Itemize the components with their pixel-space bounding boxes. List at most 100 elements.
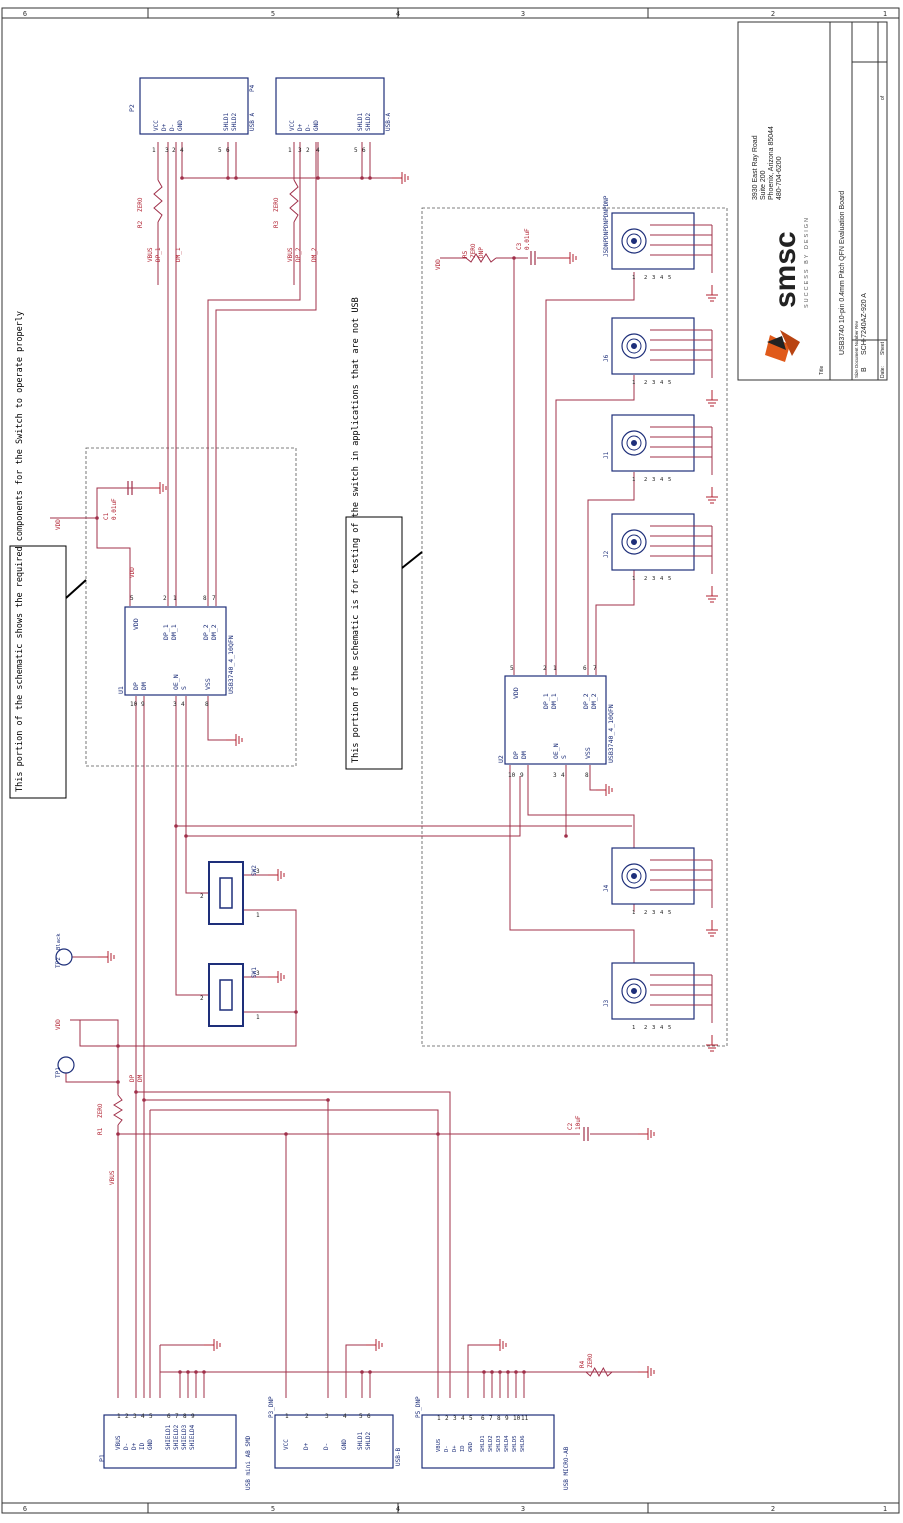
pin-num: 2 [543,665,547,672]
logo-text: smsc [769,231,802,308]
pin-num: 8 [497,1415,501,1422]
r3-ref: R3 [273,220,280,228]
junction-dot [180,176,184,180]
u2-pin-label: OE_N [552,743,560,759]
pin-num: 1 [285,1413,289,1420]
u1-pin-label: DM_1 [170,624,178,640]
pin-num: 2 [306,147,310,154]
junction-dot [360,176,364,180]
pin-num: 5 [668,275,671,281]
connector-p1: P1 USB mini AB SMD VBUS1D-2D+3ID4GND5SHI… [98,1413,252,1490]
p3-pin: SHLD1 [357,1432,364,1450]
p5-pin: SHLD4 [504,1435,510,1452]
address-line: 480-704-6200 [776,156,783,200]
pin-num: 1 [632,275,635,281]
frame [1,7,900,1514]
connector-p4: USB-A P4 VCC D+ D- GND SHLD1 SHLD2 1 3 2… [249,77,392,154]
wire [144,1099,329,1398]
p4-pin: VCC [289,120,296,131]
p1-pin: SHIELD4 [189,1424,196,1450]
pin-num: 9 [141,701,145,708]
pin-num: 1 [632,576,635,582]
junction-dot [178,1370,182,1374]
p1-pin: SHIELD3 [181,1424,188,1450]
address-line: 3930 East Ray Road [752,135,759,200]
p3-pin: GND [341,1439,348,1450]
ground-icon [638,1366,655,1378]
pin-num: 6 [362,147,366,154]
net-dp2: DP_2 [295,247,302,262]
tp2-ref: TP2 [55,957,62,968]
net-labels: VDD VDD VDD VDD VBUS VBUS DP_1 DM_1 VBUS… [55,247,442,1185]
r5-extra: DNP [478,247,485,258]
ic-u2: U2 USB3740_4_10QFN DP DM OE_N S VSS VDD … [497,665,615,779]
pin-num: 5 [359,1413,363,1420]
pin-num: 1 [256,912,260,919]
pin-num: 2 [200,893,204,900]
note-testing: This portion of the schematic is for tes… [345,297,423,770]
frame-mark: 4 [396,1505,400,1513]
passive-labels: C1 0.01uF C2 10uF C3 0.01uF R1 ZERO R2 Z… [97,197,594,1368]
pin-num: 3 [298,147,302,154]
wire [207,696,228,741]
coax-ref: J5DNPDNPDNPDNPDNP [603,195,610,257]
r4-value: ZERO [587,1353,594,1368]
junction-dot [142,1098,146,1102]
wire [79,909,297,1047]
svg-text:This portion of the schematic: This portion of the schematic shows the … [15,311,25,792]
pin-num: 4 [660,477,664,483]
sw1-ref: SW1 [251,967,258,978]
wire [50,517,131,606]
ground-symbols [98,172,718,1378]
pin-num: 8 [183,1413,187,1420]
pin-num: 3 [652,910,655,916]
pin-num: 1 [632,380,635,386]
p1-ref: P1 [98,1454,106,1462]
u2-pin-label: DM_1 [550,693,558,709]
net-vdd: VDD [55,1019,62,1030]
ground-icon [706,285,718,302]
junctions [95,176,568,1374]
pin-num: 4 [660,576,664,582]
p4-pin: SHLD2 [365,113,372,131]
pin-num: 5 [668,1025,671,1031]
title-label: Title [819,366,825,375]
pin-num: 8 [205,701,209,708]
pin-num: 4 [343,1413,347,1420]
r1-ref: R1 [97,1127,104,1135]
pin-num: 4 [141,1413,145,1420]
pin-num: 3 [652,1025,655,1031]
coax-ref: J3 [603,999,610,1007]
frame-mark: 2 [771,1505,775,1513]
wire [175,826,209,996]
pin-num: 6 [226,147,230,154]
ground-icon [706,920,718,937]
p2-pin: GND [177,120,184,131]
pin-num: 10 [508,772,516,779]
p1-pin: SHIELD1 [165,1424,172,1450]
wire [185,836,209,894]
pin-num: 4 [316,147,320,154]
junction-dot [184,834,188,838]
net-vbus2: VBUS [287,247,294,262]
u2-pin-label: DM_2 [590,693,598,709]
p1-pin: SHIELD2 [173,1424,180,1450]
resistor-icon [465,253,497,263]
pin-num: 1 [632,1025,635,1031]
note-required: This portion of the schematic shows the … [9,311,87,799]
r5-ref: R5 [462,250,469,258]
pin-num: 3 [652,576,655,582]
junction-dot [514,1370,518,1374]
ground-icon [226,734,243,746]
pin-num: 1 [256,1014,260,1021]
net-dp: DP [129,1074,136,1082]
pin-num: 10 [513,1415,521,1422]
pin-num: 6 [583,665,587,672]
pin-num: 5 [668,477,671,483]
r3-value: ZERO [273,197,280,212]
junction-dot [116,1080,120,1084]
